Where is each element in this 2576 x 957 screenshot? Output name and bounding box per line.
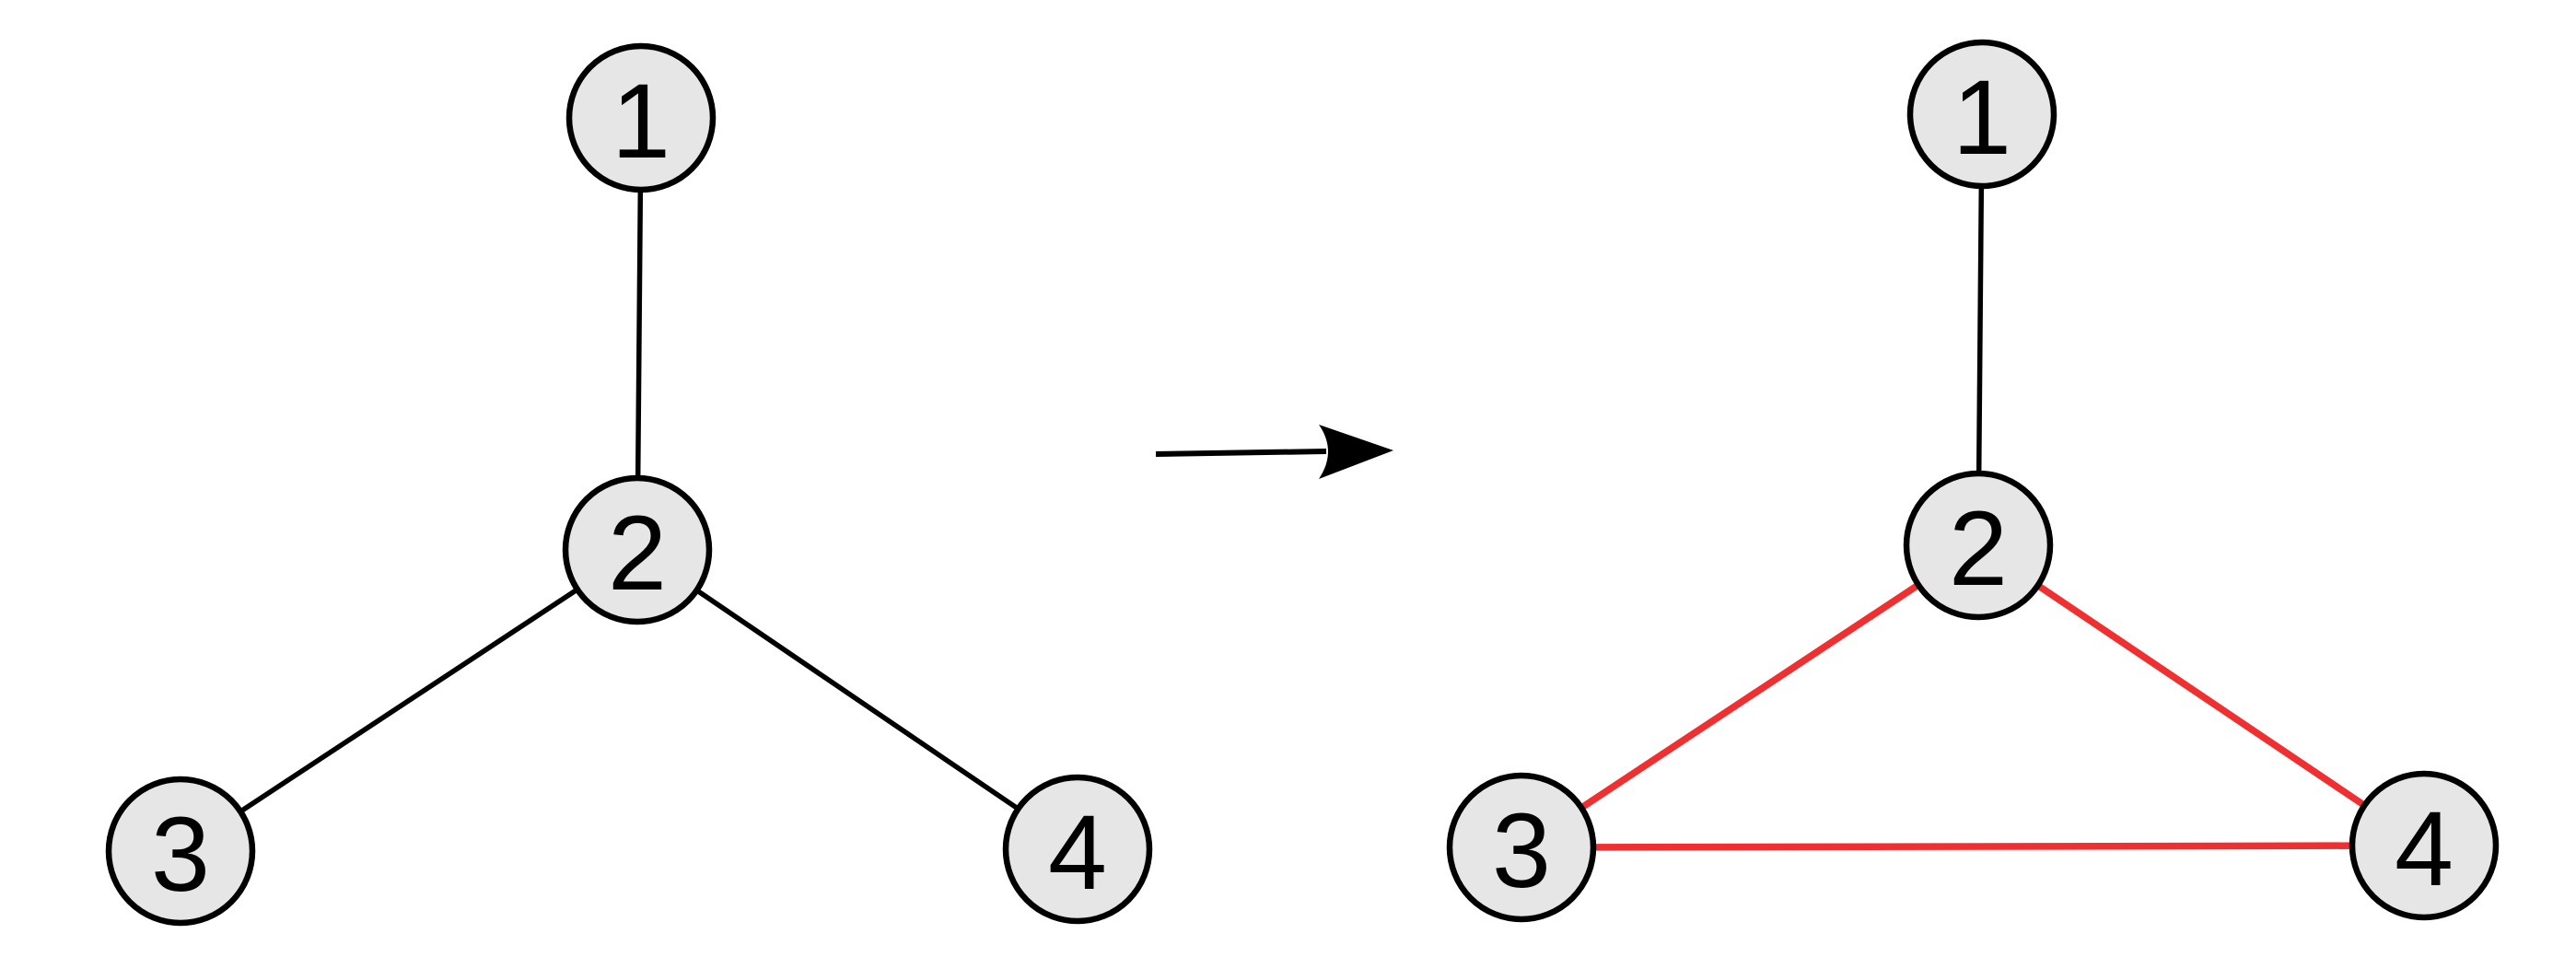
edge-before-2-3 <box>239 587 579 814</box>
node-before-3: 3 <box>105 776 256 927</box>
node-after-1: 1 <box>1906 39 2057 190</box>
arrow-head <box>1319 425 1393 479</box>
edge-before-2-4 <box>694 588 1020 811</box>
node-label: 4 <box>1048 794 1107 912</box>
node-after-2: 2 <box>1903 470 2054 621</box>
node-label: 4 <box>2395 790 2454 908</box>
edge-after-1-2 <box>1976 185 1985 474</box>
node-circle <box>1903 470 2054 621</box>
node-label: 3 <box>151 796 210 914</box>
node-label: 3 <box>1492 792 1551 910</box>
node-circle <box>562 474 713 625</box>
node-after-3: 3 <box>1446 772 1597 923</box>
arrow-shaft <box>1155 449 1327 457</box>
node-label: 1 <box>1952 59 2011 177</box>
node-before-4: 4 <box>1002 774 1153 925</box>
node-after-4: 4 <box>2349 770 2500 921</box>
edge-after-2-3 <box>1579 581 1921 811</box>
edge-before-1-2 <box>635 189 644 479</box>
node-circle <box>2349 770 2500 921</box>
graph-before: 1 2 3 4 <box>105 42 1153 927</box>
edge-after-3-4 <box>1592 842 2353 851</box>
node-circle <box>105 776 256 927</box>
edge-after-2-4 <box>2035 582 2367 809</box>
node-before-1: 1 <box>565 42 717 193</box>
node-circle <box>1906 39 2057 190</box>
transform-arrow <box>1155 425 1393 479</box>
node-label: 2 <box>1949 490 2008 608</box>
node-label: 1 <box>612 63 670 181</box>
node-circle <box>1446 772 1597 923</box>
node-label: 2 <box>608 495 667 613</box>
node-circle <box>1002 774 1153 925</box>
node-circle <box>565 42 717 193</box>
graph-after: 1 2 3 4 <box>1446 39 2500 923</box>
node-before-2: 2 <box>562 474 713 625</box>
